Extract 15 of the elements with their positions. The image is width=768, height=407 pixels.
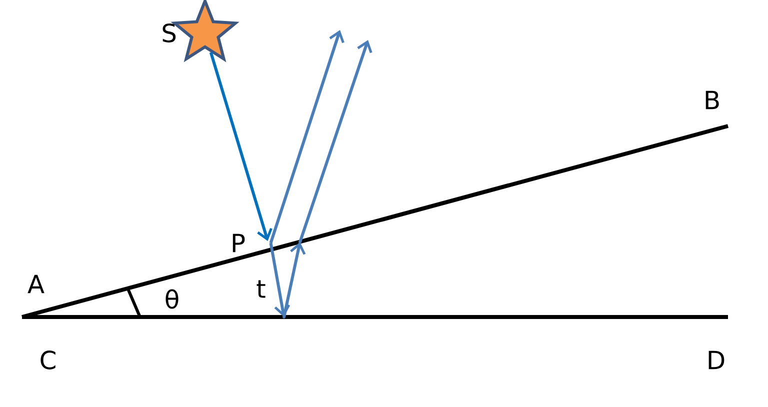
source-label: S: [162, 24, 176, 42]
arrow: [269, 242, 290, 317]
point-label: B: [706, 90, 719, 110]
point-label: D: [708, 350, 724, 370]
arrow: [298, 40, 372, 242]
point-label: A: [28, 274, 44, 294]
arrow: [209, 52, 272, 241]
point-label: P: [232, 234, 245, 252]
point-marker: [282, 316, 286, 318]
point-label: C: [40, 350, 56, 370]
point-label: t: [256, 280, 266, 298]
arrow: [282, 242, 306, 318]
point-marker: [298, 240, 302, 244]
arrow: [269, 30, 344, 244]
point-label: θ: [166, 289, 178, 309]
